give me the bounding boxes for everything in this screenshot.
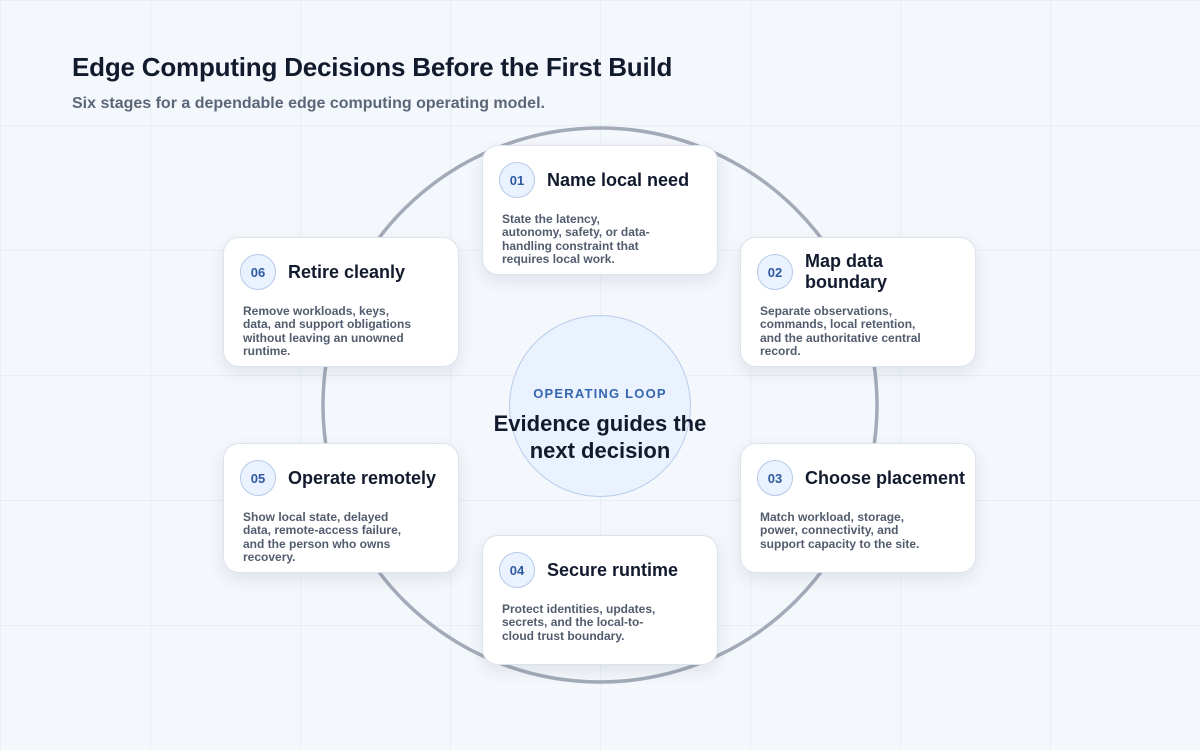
stage-description: Remove workloads, keys, data, and suppor…: [243, 304, 411, 358]
stage-description: Show local state, delayed data, remote-a…: [243, 510, 402, 564]
center-label: OPERATING LOOP: [533, 386, 667, 401]
loop-ring-circle: [321, 126, 879, 684]
stage-number-badge: 03: [757, 460, 793, 496]
operating-loop-center: OPERATING LOOP Evidence guides the next …: [494, 315, 706, 497]
page-title: Edge Computing Decisions Before the Firs…: [72, 52, 673, 82]
stage-title: Secure runtime: [547, 559, 679, 580]
stage-description: Separate observations, commands, local r…: [760, 304, 921, 358]
stage-description: Match workload, storage, power, connecti…: [760, 510, 920, 551]
center-text: Evidence guides the next decision: [493, 411, 707, 463]
stage-description: Protect identities, updates, secrets, an…: [502, 602, 656, 643]
stage-card-4: 04 Secure runtime Protect identities, up…: [482, 535, 718, 665]
stage-card-3: 03 Choose placement Match workload, stor…: [740, 443, 976, 573]
stage-card-1: 01 Name local need State the latency, au…: [482, 145, 718, 275]
stage-card-2: 02 Map data boundary Separate observatio…: [740, 237, 976, 367]
stage-card-5: 05 Operate remotely Show local state, de…: [223, 443, 459, 573]
stage-title: Retire cleanly: [288, 261, 406, 282]
stage-number-badge: 05: [240, 460, 276, 496]
stage-description: State the latency, autonomy, safety, or …: [502, 212, 650, 266]
stage-number-badge: 06: [240, 254, 276, 290]
page-subtitle: Six stages for a dependable edge computi…: [72, 95, 545, 112]
stage-card-6: 06 Retire cleanly Remove workloads, keys…: [223, 237, 459, 367]
stage-title: Name local need: [547, 169, 690, 190]
stage-number-badge: 02: [757, 254, 793, 290]
stage-number-badge: 01: [499, 162, 535, 198]
stage-title: Map data boundary: [805, 251, 888, 292]
stage-title: Choose placement: [805, 467, 966, 488]
stage-number-badge: 04: [499, 552, 535, 588]
stage-title: Operate remotely: [288, 467, 437, 488]
